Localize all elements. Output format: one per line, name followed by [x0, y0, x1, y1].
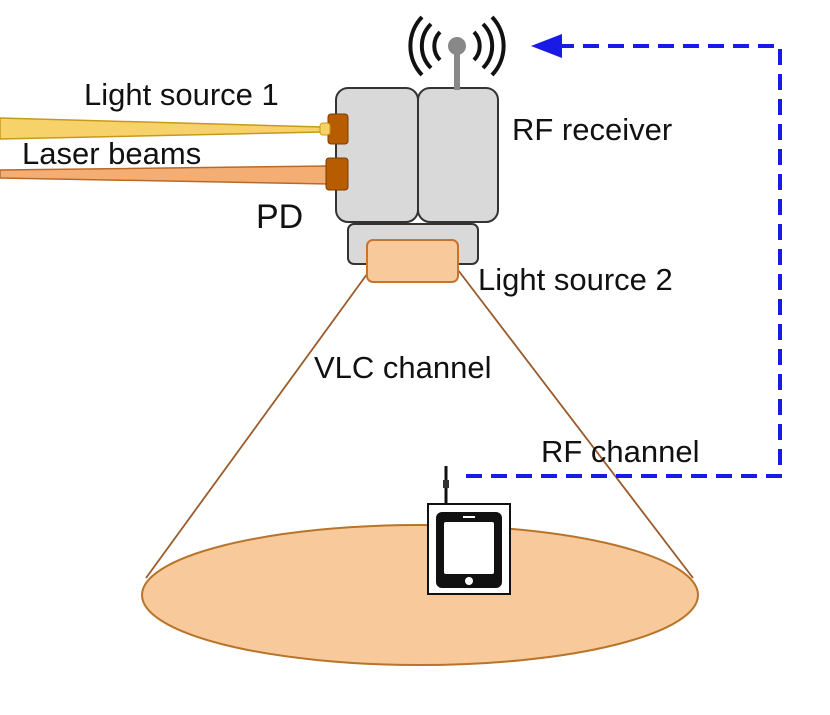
- vlc-coverage-area: [141, 524, 699, 666]
- rf-link-path: [466, 44, 782, 478]
- smartphone-icon: [427, 466, 511, 595]
- vlc-cone-left: [145, 269, 371, 579]
- device-right-module: [417, 87, 499, 223]
- label-pd: PD: [256, 198, 303, 236]
- device-left-module: [335, 87, 419, 223]
- light-source-2: [366, 239, 459, 283]
- vlc-cone-right: [457, 269, 694, 579]
- rf-link-arrowhead: [531, 34, 562, 58]
- label-rf-channel: RF channel: [541, 434, 700, 469]
- pd-connector: [325, 157, 349, 191]
- light-source-1-led: [319, 122, 331, 136]
- label-light-source-2: Light source 2: [478, 262, 673, 297]
- label-rf-receiver: RF receiver: [512, 112, 672, 147]
- label-laser-beams: Laser beams: [22, 136, 201, 171]
- wifi-antenna-icon: [408, 15, 506, 90]
- light-source-1-connector: [327, 113, 349, 145]
- label-vlc-channel: VLC channel: [314, 350, 492, 385]
- label-light-source-1: Light source 1: [84, 77, 279, 112]
